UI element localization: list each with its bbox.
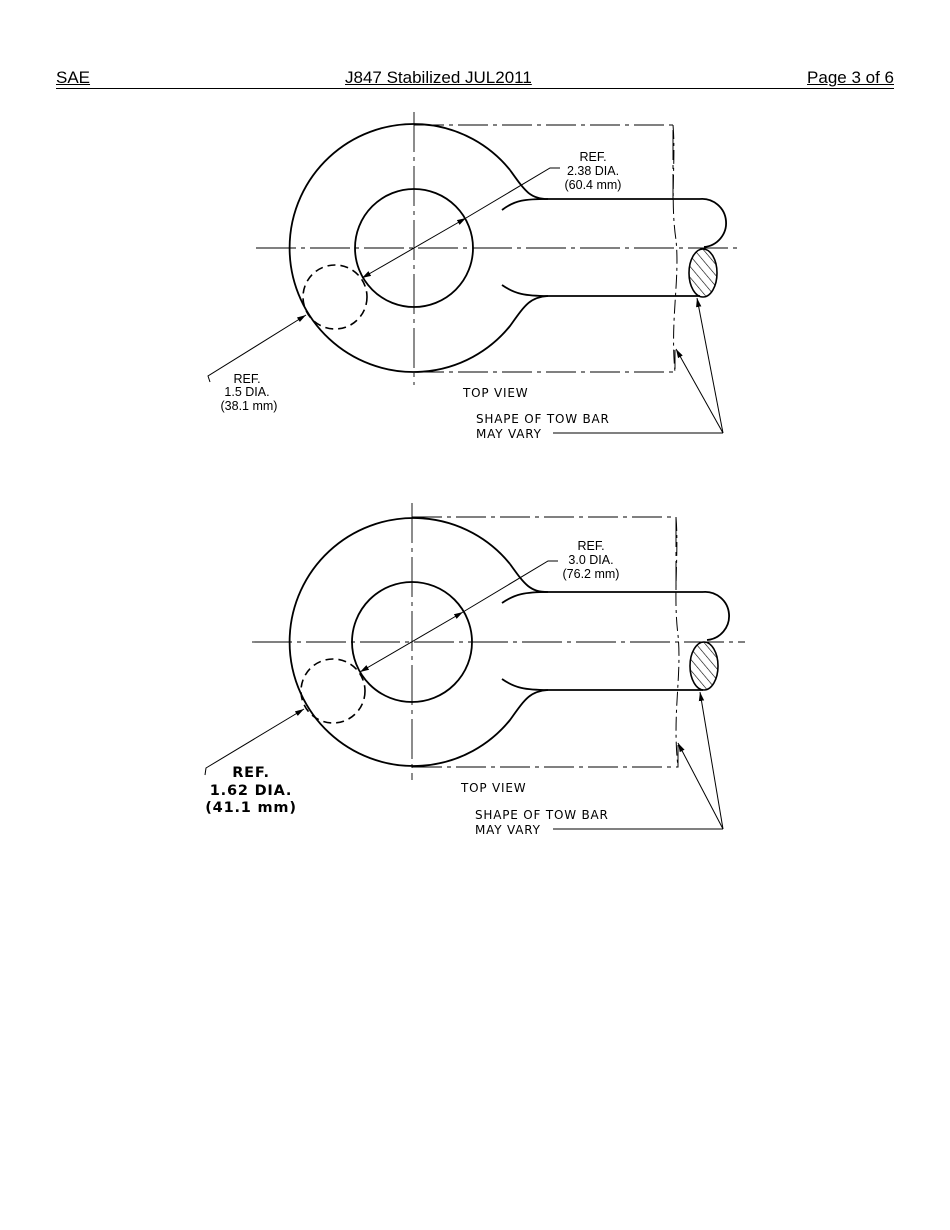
- large-dia-value: 3.0 DIA.: [568, 553, 613, 567]
- note-leader-section: [696, 297, 724, 434]
- small-reference-circle: [300, 658, 366, 724]
- phantom-outline-bottom: [412, 745, 679, 768]
- large-dia-metric: (60.4 mm): [565, 178, 622, 192]
- bar-bottom-edge: [501, 284, 700, 297]
- view-label: TOP VIEW: [462, 386, 528, 400]
- large-diameter-dimension-arrow: [361, 217, 467, 279]
- phantom-outline-top: [414, 124, 674, 200]
- figure-2-tow-eye-drawing: REF. 3.0 DIA. (76.2 mm) REF. 1.62 DIA. (…: [204, 503, 745, 837]
- view-label: TOP VIEW: [460, 781, 526, 795]
- large-diameter-leader: [465, 167, 560, 219]
- bar-cross-section-hatch: [689, 641, 719, 691]
- small-reference-circle: [302, 264, 368, 330]
- note-leader-break: [675, 348, 724, 434]
- note-line-1: SHAPE OF TOW BAR: [475, 808, 609, 822]
- note-line-2: MAY VARY: [476, 427, 542, 441]
- small-diameter-leader: [204, 708, 305, 776]
- figure-1-tow-eye-drawing: REF. 2.38 DIA. (60.4 mm) REF. 1.5 DIA. (…: [207, 112, 740, 441]
- small-dia-value: 1.5 DIA.: [224, 385, 269, 399]
- small-dia-metric: (38.1 mm): [221, 399, 278, 413]
- note-leader-break: [677, 742, 724, 830]
- small-diameter-leader: [207, 314, 307, 383]
- note-line-1: SHAPE OF TOW BAR: [476, 412, 610, 426]
- large-diameter-dimension-arrow: [359, 611, 464, 673]
- large-dia-ref: REF.: [577, 539, 604, 553]
- header-org: SAE: [56, 68, 91, 87]
- note-leader-section: [698, 691, 724, 830]
- large-dia-value: 2.38 DIA.: [567, 164, 619, 178]
- break-line: [675, 516, 680, 768]
- note-line-2: MAY VARY: [475, 823, 541, 837]
- small-dia-ref: REF.: [233, 372, 260, 386]
- small-dia-metric: (41.1 mm): [205, 800, 297, 816]
- bar-end-round: [702, 591, 730, 641]
- bar-bottom-edge: [501, 678, 703, 691]
- large-dia-metric: (76.2 mm): [563, 567, 620, 581]
- bar-cross-section-hatch: [688, 248, 718, 298]
- bar-end-round: [699, 198, 727, 248]
- break-line: [672, 124, 678, 373]
- small-dia-ref: REF.: [232, 765, 270, 781]
- page-header: SAE J847 Stabilized JUL2011 Page 3 of 6: [56, 68, 894, 89]
- inner-hole-circle: [351, 581, 473, 703]
- header-page-number: Page 3 of 6: [807, 68, 894, 87]
- outer-eye-neck: [509, 169, 549, 200]
- large-diameter-leader: [462, 560, 558, 613]
- phantom-outline-top: [412, 516, 677, 590]
- inner-hole-circle: [354, 188, 474, 308]
- header-document-id: J847 Stabilized JUL2011: [345, 68, 532, 87]
- bar-top-edge: [501, 591, 703, 604]
- outer-eye-contour: [288, 123, 549, 373]
- outer-eye-contour: [288, 517, 549, 767]
- large-dia-ref: REF.: [579, 150, 606, 164]
- outer-eye-neck: [509, 563, 549, 593]
- bar-top-edge: [501, 198, 700, 211]
- phantom-outline-bottom: [414, 350, 676, 373]
- small-dia-value: 1.62 DIA.: [210, 783, 292, 799]
